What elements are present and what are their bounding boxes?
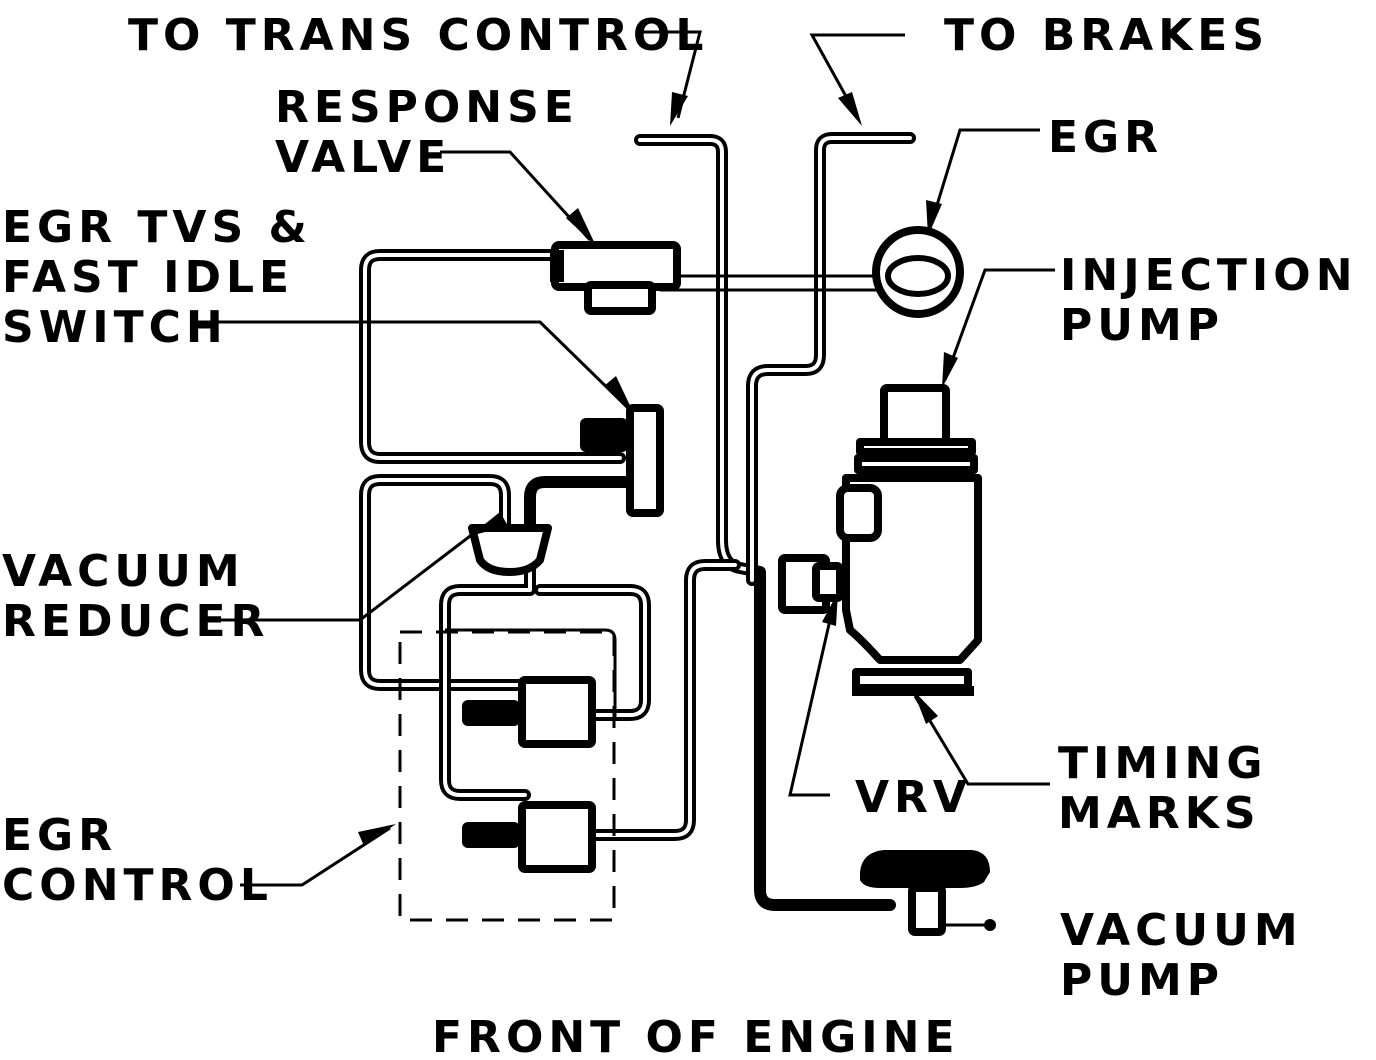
hose-vacuum-pump <box>754 569 896 911</box>
label-response-valve-line2: VALVE <box>275 132 451 183</box>
egr-tvs-fast-idle-switch <box>580 404 664 517</box>
vacuum-hoses <box>359 132 916 911</box>
label-vacuum-pump-line1: VACUUM <box>1060 905 1303 956</box>
vacuum-reducer <box>468 524 552 576</box>
label-injection-pump-line2: PUMP <box>1060 300 1224 351</box>
injection-pump <box>836 384 982 696</box>
leader-response-valve <box>440 150 592 242</box>
label-egr-control-line1: EGR <box>2 810 117 861</box>
label-vrv: VRV <box>855 772 972 823</box>
leader-vrv <box>788 597 837 797</box>
label-vacuum-reducer-line1: VACUUM <box>2 546 245 597</box>
hose-brakes-inner <box>750 136 912 582</box>
label-egr-tvs-line1: EGR TVS & <box>2 202 312 253</box>
label-front-of-engine: FRONT OF ENGINE <box>432 1012 960 1060</box>
hose-egr-control-main-inner <box>588 563 737 837</box>
vrv <box>778 554 844 614</box>
leader-injection-pump <box>943 268 1055 381</box>
leader-trans-control <box>640 30 702 119</box>
leader-lines <box>190 30 1055 887</box>
hose-reducer-loop-inner <box>363 478 522 687</box>
leader-egr-control <box>240 826 391 887</box>
label-vacuum-pump-line2: PUMP <box>1060 955 1224 1006</box>
hose-tvs-reducer <box>524 476 631 531</box>
leader-vacuum-reducer <box>220 528 479 622</box>
label-injection-pump-line1: INJECTION <box>1060 250 1358 301</box>
leader-arrowheads <box>358 92 958 846</box>
leader-brakes <box>809 33 905 119</box>
leader-egr <box>928 128 1040 229</box>
label-egr-control-line2: CONTROL <box>2 860 273 911</box>
response-valve <box>550 241 681 315</box>
label-timing-marks-line1: TIMING <box>1058 738 1267 789</box>
label-timing-marks-line2: MARKS <box>1058 788 1261 839</box>
labels: TO TRANS CONTROL TO BRAKES RESPONSE VALV… <box>2 10 1358 1060</box>
hose-response-to-egr <box>660 274 880 292</box>
hose-egr-control-outer-inner <box>443 563 532 797</box>
hose-egr-control-top-inner <box>538 588 647 717</box>
egr-valve <box>872 226 964 318</box>
label-egr: EGR <box>1048 112 1163 163</box>
label-egr-tvs-line3: SWITCH <box>2 302 228 353</box>
label-to-trans-control: TO TRANS CONTROL <box>128 10 708 61</box>
vacuum-pump-part <box>860 850 996 936</box>
hose-egr-control-main <box>584 559 741 841</box>
label-response-valve-line1: RESPONSE <box>275 82 579 133</box>
label-egr-tvs-line2: FAST IDLE <box>2 252 294 303</box>
leader-timing-marks <box>913 695 1050 786</box>
label-vacuum-reducer-line2: REDUCER <box>2 596 269 647</box>
label-to-brakes: TO BRAKES <box>944 10 1269 61</box>
hose-left-loop-inner <box>363 253 622 460</box>
egr-control-solenoids <box>398 630 616 922</box>
leader-egr-tvs <box>190 320 630 410</box>
